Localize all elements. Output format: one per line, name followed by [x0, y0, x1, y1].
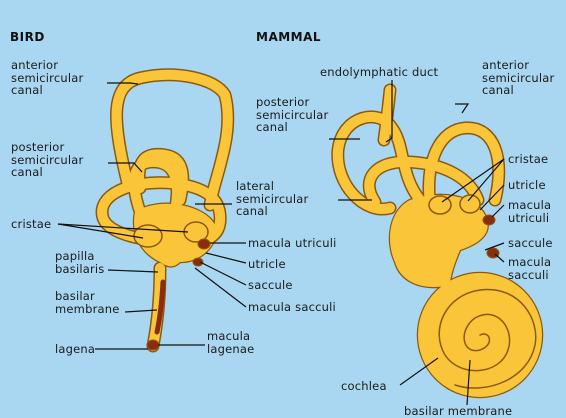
mammal-anterior-canal-label: anterior semicircular canal — [482, 59, 554, 97]
bird-utricle-label: utricle — [248, 258, 286, 271]
mammal-cristae-label: cristae — [508, 153, 548, 166]
mammal-cochlea-label: cochlea — [341, 380, 387, 393]
mammal-posterior-canal-label: posterior semicircular canal — [256, 96, 328, 134]
bird-macula-sacculi-label: macula sacculi — [248, 301, 336, 314]
bird-macula-utriculi-patch — [198, 239, 210, 249]
mammal-heading: MAMMAL — [256, 30, 321, 44]
bird-basilar-membrane-label: basilar membrane — [55, 290, 120, 315]
mammal-saccule-label: saccule — [508, 237, 553, 250]
bird-papilla-basilaris-label: papilla basilaris — [55, 250, 105, 275]
bird-lagena-label: lagena — [55, 343, 95, 356]
bird-macula-lagenae-patch — [147, 340, 159, 350]
bird-lateral-canal-label: lateral semicircular canal — [236, 180, 308, 218]
bird-macula-utriculi-label: macula utriculi — [248, 237, 336, 250]
mammal-utricle-label: utricle — [508, 179, 546, 192]
mammal-macula-sacculi-label: macula sacculi — [508, 256, 551, 281]
bird-macula-sacculi-patch — [193, 258, 203, 266]
bird-heading: BIRD — [10, 30, 45, 44]
bird-macula-lagenae-label: macula lagenae — [207, 330, 254, 355]
mammal-macula-utriculi-label: macula utriculi — [508, 199, 551, 224]
bird-saccule-label: saccule — [248, 279, 293, 292]
bird-cristae-label: cristae — [11, 218, 51, 231]
mammal-basilar-membrane-label: basilar membrane — [404, 405, 512, 418]
bird-posterior-canal-label: posterior semicircular canal — [11, 141, 83, 179]
mammal-endolymphatic-duct-label: endolymphatic duct — [320, 66, 438, 79]
bird-anterior-canal-label: anterior semicircular canal — [11, 59, 83, 97]
